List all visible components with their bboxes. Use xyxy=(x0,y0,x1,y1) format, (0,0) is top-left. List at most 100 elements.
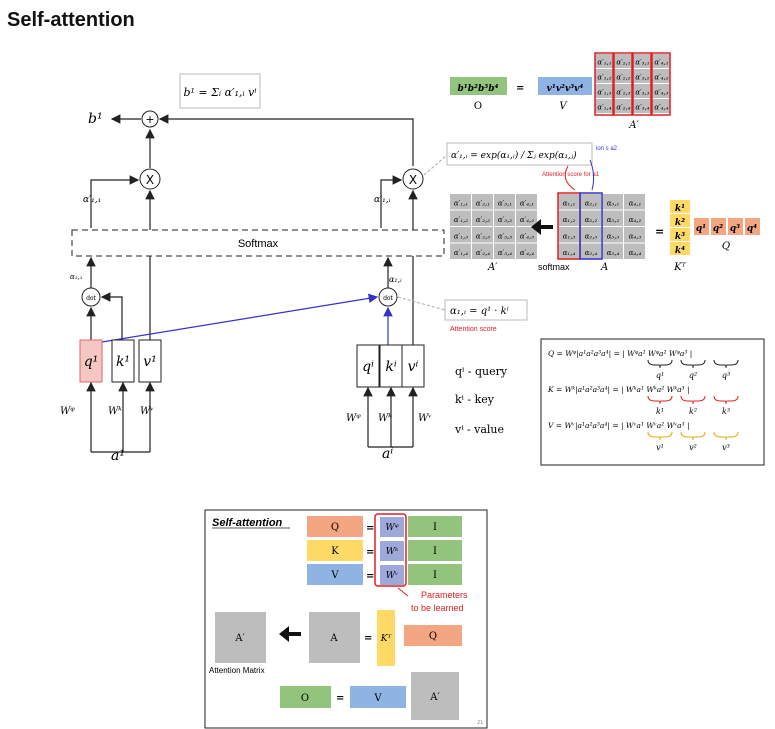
equation-brace-label: q² xyxy=(689,371,697,380)
bottom-title: Self-attention xyxy=(212,517,283,529)
a-cell xyxy=(580,194,601,210)
aprime-top-cell-label: α′₁,₄ xyxy=(597,104,611,112)
aprime-top-cell-label: α′₂,₃ xyxy=(616,89,630,97)
kt-cell xyxy=(670,242,690,255)
a-cell-label: α₂,₁ xyxy=(585,200,598,208)
alpha-11: α₁,₁ xyxy=(70,273,83,281)
equations-box xyxy=(540,338,765,466)
aprime-cell-label: α′₃,₂ xyxy=(498,216,512,224)
k1-label: k¹ xyxy=(116,354,130,370)
q-cell-label: q¹ xyxy=(696,224,706,234)
equation-k: K = Wᵏ|a¹a²a³a⁴| = | Wᵏa¹ Wᵏa² Wᵏa³ | xyxy=(547,385,689,394)
aprime-cell xyxy=(472,194,493,210)
bottom-a-box xyxy=(309,612,360,663)
aprime-cell xyxy=(472,227,493,243)
a-cell-label: α₁,₄ xyxy=(563,249,576,257)
bottom-row-left-label: K xyxy=(331,546,339,557)
v1-label: v¹ xyxy=(143,354,157,370)
a-cell xyxy=(580,210,601,226)
a-cell-label: α₂,₂ xyxy=(585,216,598,224)
bottom-left-arrow-icon xyxy=(279,626,301,642)
q-cell xyxy=(728,218,743,235)
aprime-top-cell-label: α′₁,₁ xyxy=(597,59,611,67)
aprime-top-cell-label: α′₂,₂ xyxy=(616,74,630,82)
params-outline xyxy=(374,513,407,587)
aprime-cell xyxy=(472,210,493,226)
a-cell-label: α₄,₂ xyxy=(629,216,642,224)
bottom-kt-label: Kᵀ xyxy=(380,634,393,644)
a-cell-label: α₄,₁ xyxy=(629,200,642,208)
bottom-aprime-box xyxy=(215,612,266,663)
v-label: V xyxy=(559,101,568,112)
b1-formula: b¹ = Σᵢ α′₁,ᵢ vⁱ xyxy=(183,86,256,99)
kt-cell-label: k¹ xyxy=(675,204,685,214)
aprime-cell-label: α′₁,₄ xyxy=(454,249,468,257)
aprime-top-cell-label: α′₂,₁ xyxy=(616,59,630,67)
multiply-node-1 xyxy=(139,168,161,190)
bottom-row-left-label: V xyxy=(330,570,339,581)
multiply-symbol-1: X xyxy=(146,173,154,187)
bottom-row-w-box xyxy=(380,541,404,561)
bottom-row-right-label: I xyxy=(433,570,437,581)
aprime-label: A′ xyxy=(487,262,498,273)
dot-node-i xyxy=(378,287,398,307)
a-cell-label: α₄,₃ xyxy=(629,233,642,241)
a-cell xyxy=(558,243,579,259)
bottom-row-right-box xyxy=(408,564,462,585)
aprime-top-cell-label: α′₃,₃ xyxy=(635,89,649,97)
bottom-row-w-label: Wᵏ xyxy=(386,547,399,557)
a-label: A xyxy=(600,262,608,273)
aprime-top-cell xyxy=(633,69,651,83)
a-cell xyxy=(602,210,623,226)
a-cell xyxy=(624,210,645,226)
b1-formula-box xyxy=(179,73,261,109)
bottom-row-w-label: Wᵛ xyxy=(386,571,399,581)
kt-cell-label: k³ xyxy=(675,232,685,242)
aprime-top-cell-label: α′₂,₄ xyxy=(616,104,630,112)
vi-label: vⁱ xyxy=(408,359,419,375)
aprime-cell-label: α′₂,₂ xyxy=(476,216,490,224)
bottom-equals-a: = xyxy=(364,633,372,644)
page-title: Self-attention xyxy=(7,9,135,31)
aprime-cell-label: α′₂,₁ xyxy=(476,200,490,208)
a-cell xyxy=(580,227,601,243)
kt-label: Kᵀ xyxy=(673,262,686,273)
a-cell-label: α₂,₃ xyxy=(585,233,598,241)
kt-cell xyxy=(670,200,690,213)
kt-cell-label: k² xyxy=(675,218,685,228)
aprime-cell xyxy=(472,243,493,259)
q-cell-label: q² xyxy=(713,224,723,234)
aprime-cell xyxy=(494,227,515,243)
equation-brace-label: q¹ xyxy=(656,371,664,380)
kt-cell-label: k⁴ xyxy=(675,246,685,256)
aprime-cell xyxy=(494,243,515,259)
aprime-cell xyxy=(450,194,471,210)
a-cell xyxy=(580,243,601,259)
ki-label: kⁱ xyxy=(385,359,396,375)
aprime-top-cell-label: α′₁,₃ xyxy=(597,89,611,97)
aprime-top-cell xyxy=(595,69,613,83)
bottom-o-box xyxy=(280,686,331,708)
bottom-row-w-label: Wᵠ xyxy=(385,523,398,533)
a-cell-label: α₃,₂ xyxy=(607,216,620,224)
o-label: O xyxy=(474,101,482,112)
aprime-top-cell xyxy=(614,69,632,83)
bottom-aprime-label: A′ xyxy=(234,633,245,644)
equation-brace-label: v¹ xyxy=(656,443,664,452)
q-cell xyxy=(694,218,709,235)
dot-label-1: dot xyxy=(86,295,96,302)
output-b1: b¹ xyxy=(88,111,103,127)
a-cell xyxy=(624,194,645,210)
slide-page-number: 21 xyxy=(477,720,483,726)
bottom-row-left-box xyxy=(307,564,363,585)
a-cell-label: α₂,₄ xyxy=(585,249,598,257)
aprime-top-cell xyxy=(652,99,670,113)
dot-node-1 xyxy=(81,287,101,307)
a-cell xyxy=(602,194,623,210)
bottom-aprime2-label: A′ xyxy=(429,692,440,703)
bottom-q-box xyxy=(404,625,462,646)
bottom-q-label: Q xyxy=(429,631,437,642)
